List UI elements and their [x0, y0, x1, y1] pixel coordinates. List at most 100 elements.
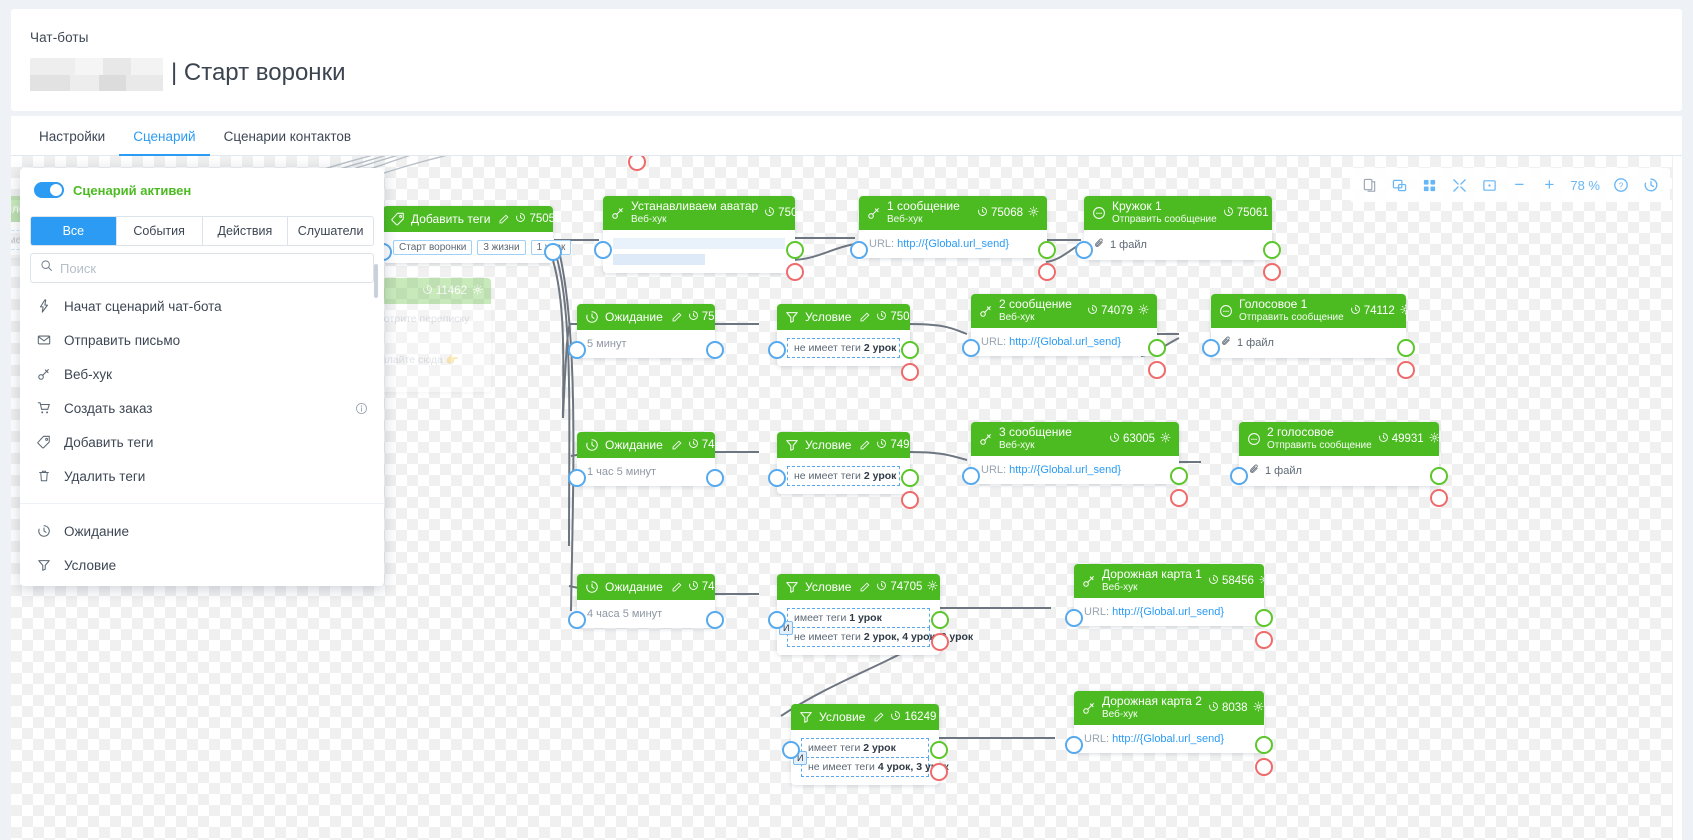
node-input-port[interactable] [782, 741, 800, 759]
palette-item[interactable]: Удалить теги [20, 459, 384, 493]
zoom-out-button[interactable]: − [1514, 175, 1525, 194]
flow-node-wait_74972[interactable]: Ожидание749721 час 5 минут [577, 432, 715, 486]
gear-icon[interactable] [472, 284, 483, 298]
edit-pencil-icon[interactable] [859, 440, 870, 451]
flow-node-cond_75026[interactable]: Условие75026 не имеет теги 2 урок [777, 304, 910, 366]
node-input-port[interactable] [850, 241, 868, 259]
condition-row[interactable]: имеет теги 2 урок [801, 738, 929, 758]
node-output-failure-port[interactable] [628, 156, 646, 171]
condition-row[interactable]: имеет теги 1 урок [787, 608, 930, 628]
edit-pencil-icon[interactable] [671, 312, 682, 323]
condition-row[interactable]: не имеет теги 4 урок, 3 урок [801, 758, 949, 777]
url-value[interactable]: http://{Global.url_send} [1112, 733, 1225, 745]
node-output-port[interactable] [706, 341, 724, 359]
node-input-port[interactable] [594, 241, 612, 259]
node-output-success-port[interactable] [1255, 609, 1273, 627]
condition-row[interactable]: не имеет теги 2 урок [787, 338, 900, 358]
tab-2[interactable]: Сценарии контактов [223, 128, 352, 144]
node-output-success-port[interactable] [901, 469, 919, 487]
node-output-failure-port[interactable] [1148, 361, 1166, 379]
flow-canvas[interactable]: Условие86509не имеет теги Старт воронкиД… [11, 156, 1682, 840]
palette-item[interactable]: Создать заказ [20, 391, 384, 425]
node-output-failure-port[interactable] [1255, 631, 1273, 649]
node-input-port[interactable] [1230, 467, 1248, 485]
node-output-success-port[interactable] [1263, 241, 1281, 259]
node-output-failure-port[interactable] [1255, 758, 1273, 776]
history-icon[interactable] [1638, 172, 1664, 198]
gear-icon[interactable] [1259, 574, 1264, 588]
node-output-failure-port[interactable] [1170, 489, 1188, 507]
node-output-success-port[interactable] [901, 341, 919, 359]
node-input-port[interactable] [568, 469, 586, 487]
node-input-port[interactable] [962, 339, 980, 357]
flow-node-cond_74969[interactable]: Условие74969не имеет теги 2 урок [777, 432, 910, 494]
breadcrumb[interactable]: Чат-боты [30, 30, 89, 45]
palette-segment-0[interactable]: Все [31, 217, 116, 245]
node-output-success-port[interactable] [786, 241, 804, 259]
gear-icon[interactable] [1429, 432, 1439, 446]
gear-icon[interactable] [1138, 304, 1149, 318]
palette-search[interactable] [30, 253, 374, 283]
node-output-port[interactable] [544, 243, 562, 261]
node-output-failure-port[interactable] [1038, 263, 1056, 281]
palette-item[interactable]: Ожидание [20, 514, 384, 548]
gear-icon[interactable] [927, 580, 938, 594]
node-header[interactable]: Условие75026 [777, 304, 910, 330]
node-header[interactable]: Добавить теги75053 [383, 206, 553, 232]
node-input-port[interactable] [768, 469, 786, 487]
node-input-port[interactable] [1065, 609, 1083, 627]
edit-pencil-icon[interactable] [671, 582, 682, 593]
tag-chip[interactable]: 3 жизни [477, 240, 526, 255]
edit-pencil-icon[interactable] [498, 214, 509, 225]
node-input-port[interactable] [768, 341, 786, 359]
node-output-failure-port[interactable] [1263, 263, 1281, 281]
url-value[interactable]: http://{Global.url_send} [897, 238, 1010, 250]
flow-node-wait_75022[interactable]: Ожидание750225 минут [577, 304, 715, 358]
node-header[interactable]: Ожидание74707 [577, 574, 715, 600]
fit-screen-icon[interactable] [1476, 172, 1502, 198]
edit-pencil-icon[interactable] [859, 312, 870, 323]
tab-0[interactable]: Настройки [39, 128, 106, 144]
info-icon[interactable] [355, 402, 368, 415]
node-output-failure-port[interactable] [1397, 361, 1415, 379]
edit-pencil-icon[interactable] [859, 582, 870, 593]
flow-node-wait_74707[interactable]: Ожидание747074 часа 5 минут [577, 574, 715, 628]
node-header[interactable]: Ожидание75022 [577, 304, 715, 330]
node-output-failure-port[interactable] [786, 263, 804, 281]
node-output-success-port[interactable] [931, 611, 949, 629]
search-input[interactable] [60, 260, 364, 276]
node-input-port[interactable] [1075, 241, 1093, 259]
node-input-port[interactable] [568, 611, 586, 629]
palette-item[interactable]: Начат сценарий чат-бота [20, 289, 384, 323]
zoom-in-button[interactable]: + [1544, 175, 1555, 194]
gear-icon[interactable] [1028, 206, 1039, 220]
node-input-port[interactable] [1065, 736, 1083, 754]
palette-segment-3[interactable]: Слушатели [287, 217, 373, 245]
node-output-failure-port[interactable] [930, 763, 948, 781]
canvas-vertical-scrollbar[interactable] [1672, 156, 1682, 840]
edit-pencil-icon[interactable] [671, 440, 682, 451]
node-header[interactable]: Условие74969 [777, 432, 910, 458]
gear-icon[interactable] [1160, 432, 1171, 446]
node-output-success-port[interactable] [1148, 339, 1166, 357]
duplicate-icon[interactable] [1386, 172, 1412, 198]
palette-scrollbar[interactable] [374, 264, 378, 298]
node-output-port[interactable] [706, 611, 724, 629]
